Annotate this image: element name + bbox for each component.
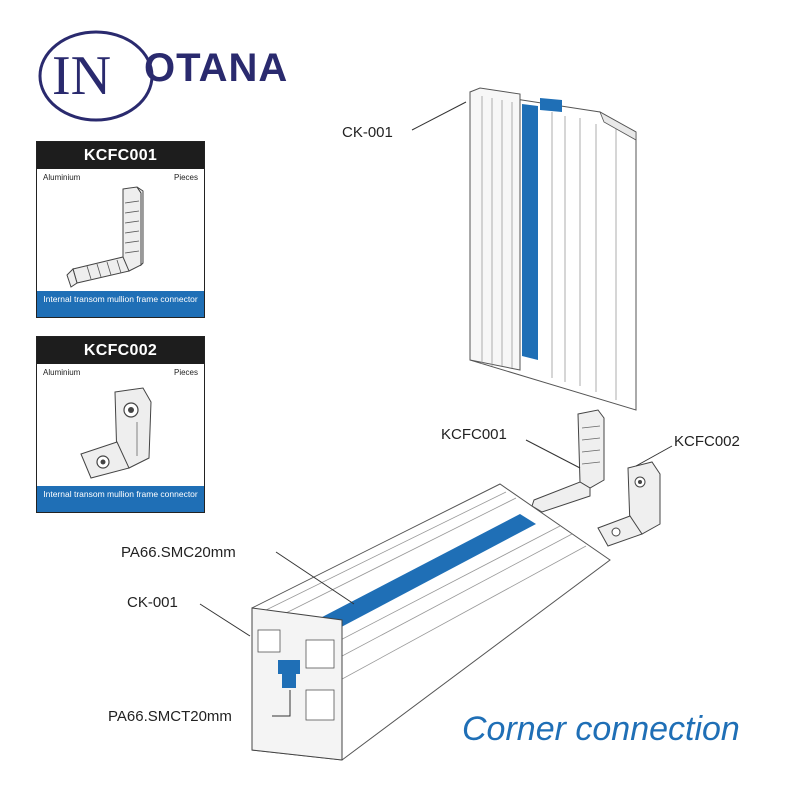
connector-kcfc002 [597, 461, 661, 547]
bottom-gasket [278, 660, 300, 674]
vertical-gasket [522, 104, 538, 360]
card-unit: Pieces [173, 173, 198, 182]
card-code: KCFC002 [37, 337, 204, 364]
leader-lines [199, 101, 673, 717]
card-unit: Pieces [173, 368, 198, 377]
label-vertical-profile: CK-001 [342, 124, 393, 141]
label-gasket-top: PA66.SMC20mm [121, 544, 236, 561]
card-code: KCFC001 [37, 142, 204, 169]
card-meta: Aluminium Pieces [37, 169, 204, 183]
card-description: Internal transom mullion frame connector [37, 486, 204, 512]
l-connector-icon [66, 186, 144, 288]
bracket-connector-icon [80, 387, 152, 479]
logo-letters: IN [52, 45, 111, 107]
brand-logo: IN [38, 30, 154, 122]
horizontal-profile [251, 483, 611, 761]
vertical-profile [469, 87, 637, 411]
label-connector-a: KCFC001 [441, 426, 507, 443]
logo-ring [38, 30, 154, 122]
card-meta: Aluminium Pieces [37, 364, 204, 378]
caption: Corner connection [462, 710, 740, 748]
product-card-kcfc001: KCFC001 Aluminium Pieces [36, 141, 205, 318]
label-gasket-bottom: PA66.SMCT20mm [108, 708, 232, 725]
label-connector-b: KCFC002 [674, 433, 740, 450]
product-card-kcfc002: KCFC002 Aluminium Pieces Internal transo… [36, 336, 205, 513]
card-description: Internal transom mullion frame connector [37, 291, 204, 317]
card-illustration [37, 378, 204, 486]
card-material: Aluminium [43, 368, 81, 377]
card-material: Aluminium [43, 173, 81, 182]
connector-kcfc001 [531, 409, 605, 513]
label-horizontal-profile: CK-001 [127, 594, 178, 611]
brand-name: OTANA [144, 46, 289, 90]
horizontal-gasket [278, 514, 536, 652]
card-illustration [37, 183, 204, 291]
